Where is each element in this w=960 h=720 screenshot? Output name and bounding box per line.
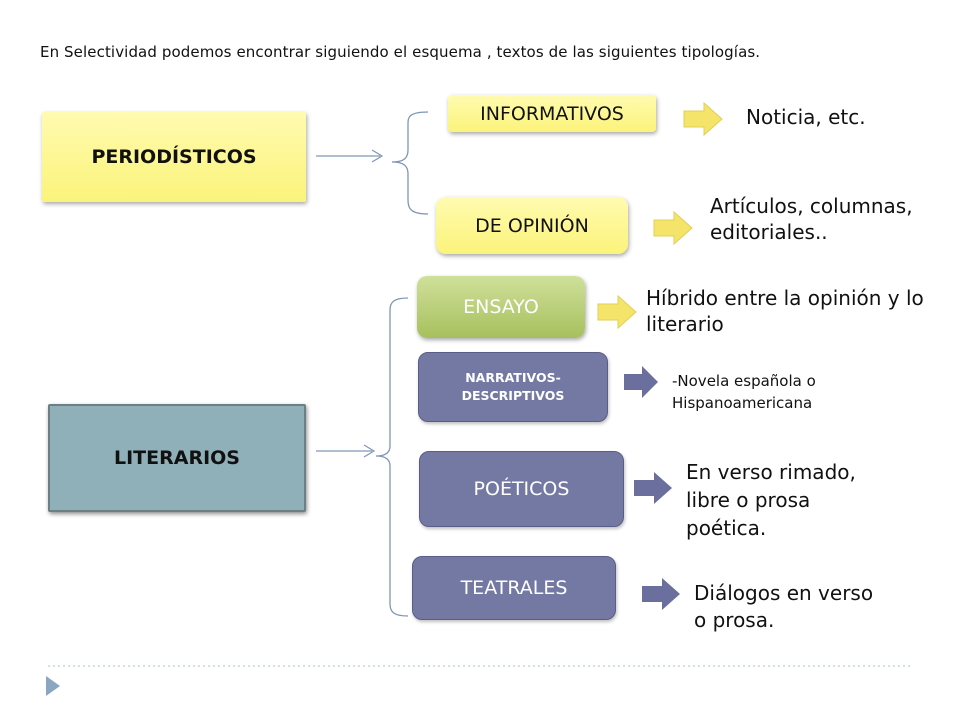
teatrales-desc: Diálogos en verso o prosa.	[694, 580, 873, 634]
narrativos-box: NARRATIVOS- DESCRIPTIVOS	[418, 352, 608, 422]
informativos-box: INFORMATIVOS	[448, 95, 656, 132]
teatrales-label: TEATRALES	[460, 577, 568, 599]
ensayo-desc-line: Híbrido entre la opinión y lo	[646, 286, 924, 310]
periodisticos-box: PERIODÍSTICOS	[42, 112, 306, 202]
ensayo-label: ENSAYO	[463, 296, 539, 318]
arrow-informativos	[683, 101, 723, 137]
opinion-desc-line: editoriales..	[710, 220, 828, 244]
bracket-literarios	[375, 297, 409, 617]
narrativos-label-line: NARRATIVOS-	[465, 370, 561, 385]
poeticos-box: POÉTICOS	[419, 451, 624, 527]
bracket-periodisticos	[391, 111, 429, 215]
informativos-desc: Noticia, etc.	[746, 105, 866, 129]
narrativos-desc: -Novela española o Hispanoamericana	[672, 370, 816, 414]
arrow-opinion	[653, 210, 693, 246]
poeticos-desc: En verso rimado, libre o prosa poética.	[686, 458, 856, 542]
literarios-box: LITERARIOS	[48, 404, 306, 512]
connector-arrowhead	[363, 444, 376, 458]
ensayo-box: ENSAYO	[417, 276, 585, 338]
teatrales-desc-line: o prosa.	[694, 608, 775, 632]
arrow-teatrales	[642, 578, 680, 610]
periodisticos-title: PERIODÍSTICOS	[91, 146, 257, 168]
connector-arrowhead	[371, 149, 384, 163]
literarios-title: LITERARIOS	[114, 447, 240, 469]
poeticos-desc-line: poética.	[686, 516, 767, 540]
narrativos-desc-line: -Novela española o	[672, 372, 816, 390]
slide-marker-icon	[46, 676, 60, 696]
narrativos-label-line: DESCRIPTIVOS	[461, 388, 565, 403]
teatrales-desc-line: Diálogos en verso	[694, 581, 874, 605]
ensayo-desc-line: literario	[646, 312, 724, 336]
opinion-label: DE OPINIÓN	[475, 214, 589, 237]
intro-text: En Selectividad podemos encontrar siguie…	[40, 43, 761, 61]
arrow-poeticos	[634, 472, 672, 504]
narrativos-desc-line: Hispanoamericana	[672, 394, 813, 412]
poeticos-desc-line: En verso rimado,	[686, 460, 856, 484]
opinion-desc: Artículos, columnas, editoriales..	[710, 193, 913, 245]
arrow-narrativos	[624, 366, 658, 398]
opinion-desc-line: Artículos, columnas,	[710, 194, 913, 218]
arrow-ensayo	[597, 294, 637, 330]
opinion-box: DE OPINIÓN	[436, 197, 628, 254]
ensayo-desc: Híbrido entre la opinión y lo literario	[646, 285, 924, 337]
teatrales-box: TEATRALES	[412, 556, 616, 620]
informativos-label: INFORMATIVOS	[480, 102, 624, 125]
poeticos-desc-line: libre o prosa	[686, 488, 811, 512]
poeticos-label: POÉTICOS	[473, 478, 570, 500]
